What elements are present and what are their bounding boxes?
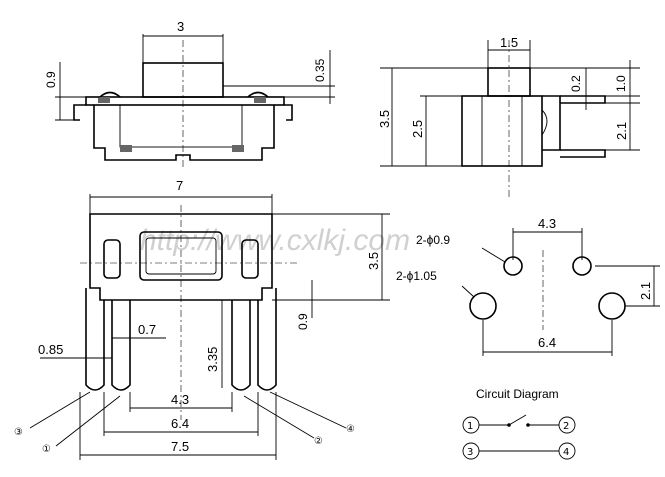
circuit-node-4-label: 4	[563, 447, 569, 458]
pin-2	[231, 300, 251, 391]
dim-hole-spacing-top: 4.3	[538, 216, 556, 231]
hole-large-left	[469, 292, 497, 320]
pcb-footprint: 4.3 2-ϕ0.9 2-ϕ1.05 2.1 6.4	[396, 216, 660, 356]
switch-pivot	[507, 423, 511, 427]
pad-bottom-left	[120, 145, 132, 152]
dim-pin-a: 0.85	[38, 342, 63, 357]
left-bump	[99, 91, 121, 98]
dim-hole-spacing-bottom: 6.4	[538, 335, 556, 350]
dim-base-height: 0.9	[44, 71, 58, 88]
leader-line	[29, 391, 91, 429]
dim-hole-spacing-vertical: 2.1	[638, 282, 653, 300]
leader-line	[269, 391, 347, 429]
circuit-node-2-label: 2	[563, 421, 569, 432]
right-bump	[247, 91, 269, 98]
dim-side-height: 3.5	[377, 110, 392, 128]
right-lead	[284, 104, 293, 121]
dim-body-height: 2.5	[410, 120, 425, 138]
dim-front-offset: 0.9	[296, 313, 310, 330]
top-view: 3 0.35 0.9	[44, 19, 335, 168]
pin-3	[85, 288, 105, 391]
circuit-title: Circuit Diagram	[476, 387, 559, 401]
leader-line	[55, 395, 121, 447]
dim-lead-pitch: 2.1	[614, 122, 629, 140]
inner-body	[119, 104, 243, 148]
hole-small-right	[572, 256, 592, 276]
front-slot-right	[241, 239, 259, 279]
watermark: http://www.cxlkj.com	[140, 224, 410, 257]
side-curve	[541, 109, 548, 136]
front-slot-left	[103, 239, 121, 279]
pad-bottom-right	[232, 145, 244, 152]
dim-span-1: 4.3	[171, 392, 189, 407]
leader-line	[461, 285, 475, 298]
circuit-node-1-label: 1	[467, 421, 473, 432]
dim-front-width: 7	[176, 178, 183, 193]
left-lead	[73, 104, 86, 121]
hole-large-label: 2-ϕ1.05	[396, 269, 437, 283]
pin-number-1: ①	[42, 444, 51, 455]
front-body	[89, 213, 273, 301]
dim-top-width: 3	[177, 19, 184, 34]
dim-span-2: 6.4	[171, 416, 189, 431]
switch-contact	[508, 414, 527, 426]
pin-number-4: ④	[346, 424, 355, 435]
hole-large-right	[598, 292, 626, 320]
dim-side-top: 1.5	[500, 35, 518, 50]
dim-pin-b: 0.7	[138, 322, 156, 337]
side-body	[461, 95, 543, 167]
dim-span-3: 7.5	[171, 439, 189, 454]
pin-number-3: ③	[14, 427, 23, 438]
hole-small-left	[503, 256, 523, 276]
pin-number-2: ②	[314, 436, 323, 447]
leader-line	[243, 395, 315, 439]
dim-front-height: 3.5	[366, 252, 381, 270]
side-view: 1.5 3.5 2.5 0.2 1.0 2.1	[377, 35, 640, 200]
dim-lead-thickness: 0.2	[569, 75, 583, 92]
front-view: 7 3.5 0.9 0.85 0.7 3.35 4.3	[14, 178, 390, 460]
pin-1	[111, 300, 131, 391]
side-tab	[542, 95, 561, 151]
pin-4	[257, 288, 277, 391]
circuit-diagram: Circuit Diagram 1 2 3 4	[462, 387, 576, 460]
pad-top-right	[254, 97, 266, 103]
leader-line	[481, 247, 506, 263]
hole-small-label: 2-ϕ0.9	[416, 233, 450, 247]
dim-lead-offset: 1.0	[614, 75, 628, 92]
circuit-node-3-label: 3	[467, 447, 473, 458]
side-lead-bottom	[560, 149, 606, 158]
side-lead-top	[560, 95, 606, 104]
pad-top-left	[98, 97, 110, 103]
dim-pin-length: 3.35	[205, 347, 220, 372]
dim-top-thickness: 0.35	[313, 58, 327, 82]
